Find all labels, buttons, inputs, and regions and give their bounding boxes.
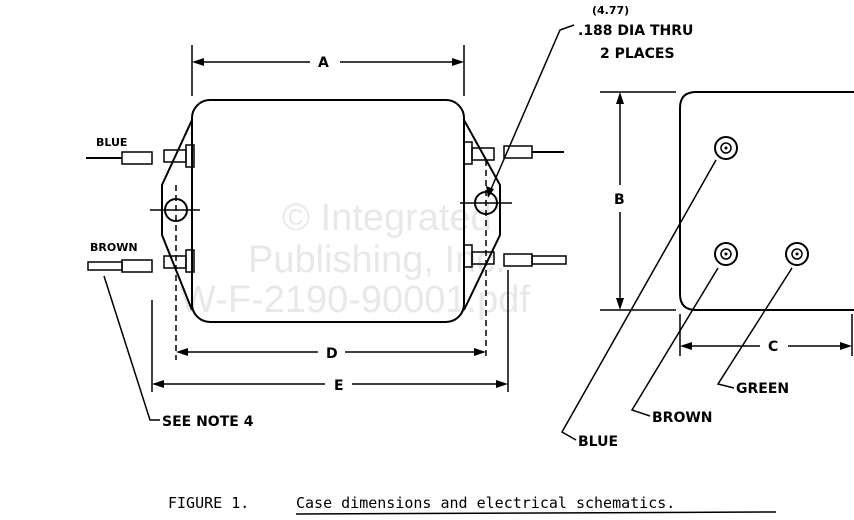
caption-text: Case dimensions and electrical schematic… xyxy=(296,494,675,512)
terminal-green xyxy=(785,242,809,266)
blue-wire-left xyxy=(121,151,153,165)
case-body xyxy=(191,99,465,323)
brown-wire-left xyxy=(121,259,153,273)
hole-size-label: .188 DIA THRU xyxy=(578,23,693,39)
dimension-d-label: D xyxy=(326,346,338,362)
side-view: B BLUE BROWN GREEN C xyxy=(560,91,854,450)
caption-number: FIGURE 1. xyxy=(168,494,249,512)
blue-wire-label: BLUE xyxy=(96,136,127,149)
terminal-blue xyxy=(714,136,738,160)
terminal-brown xyxy=(714,242,738,266)
dimension-a-label: A xyxy=(318,55,329,71)
green-terminal-label: GREEN xyxy=(736,381,789,397)
dimension-b-label: B xyxy=(614,192,625,208)
hole-count-label: 2 PLACES xyxy=(600,46,675,62)
figure-caption: FIGURE 1. Case dimensions and electrical… xyxy=(168,494,777,515)
brown-wire-label: BROWN xyxy=(90,241,138,254)
front-view: BLUE BROWN A D E SEE NOTE 4 (4.77) .188 … xyxy=(86,4,693,430)
dimension-e-label: E xyxy=(334,378,344,394)
watermark-line-2: Publishing, Inc. xyxy=(248,239,506,281)
side-case-body xyxy=(679,91,854,311)
hole-metric-label: (4.77) xyxy=(592,4,629,17)
watermark-line-3: W-F-2190-90001.pdf xyxy=(180,279,530,321)
watermark-line-1: © Integrated xyxy=(282,197,492,239)
dimension-c-label: C xyxy=(768,339,778,355)
see-note-label: SEE NOTE 4 xyxy=(162,414,254,430)
blue-terminal-label: BLUE xyxy=(578,434,618,450)
watermark: © Integrated Publishing, Inc. W-F-2190-9… xyxy=(180,197,530,321)
brown-terminal-label: BROWN xyxy=(652,410,713,426)
